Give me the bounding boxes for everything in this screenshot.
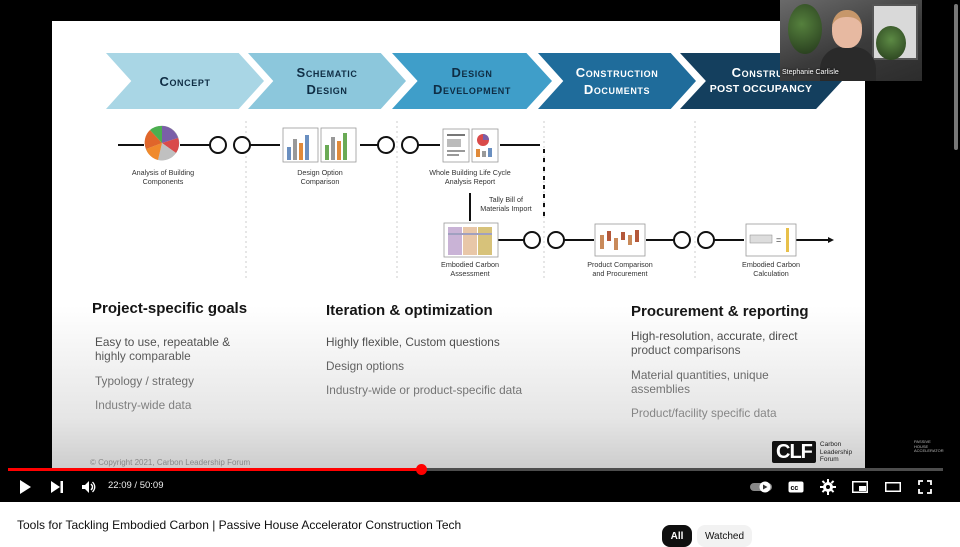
phase-concept: Concept: [106, 53, 264, 109]
volume-button[interactable]: [78, 476, 100, 498]
skip-next-icon: [51, 481, 63, 493]
phase-label: Construction: [575, 65, 659, 80]
volume-icon: [82, 481, 96, 493]
play-button[interactable]: [14, 476, 36, 498]
workflow-diagram: =: [118, 121, 834, 281]
settings-button[interactable]: [818, 476, 838, 498]
step-label-wblca: Whole Building Life Cycle Analysis Repor…: [429, 168, 511, 186]
svg-text:=: =: [776, 235, 781, 245]
bar-chart-icon: [282, 127, 357, 163]
phase-label: Documents: [583, 82, 651, 97]
plant-background: [788, 4, 822, 54]
phase-label: Schematic: [296, 65, 358, 80]
calculation-icon: =: [745, 223, 797, 257]
theater-mode-button[interactable]: [883, 476, 903, 498]
phase-design-development: Design Development: [392, 53, 552, 109]
phase-label: Design: [306, 82, 348, 97]
phase-label: Concept: [159, 73, 211, 89]
miniplayer-icon: [852, 481, 868, 493]
clf-logo-mark: CLF: [772, 441, 816, 464]
scrollbar-thumb[interactable]: [954, 4, 958, 150]
chip-watched[interactable]: Watched: [697, 525, 752, 547]
plant-background: [876, 26, 906, 60]
presentation-slide: Concept Schematic Design Design Developm…: [52, 21, 865, 468]
clf-logo-text: Carbon Leadership Forum: [819, 441, 853, 463]
step-label-design-option: Design Option Comparison: [297, 168, 343, 186]
phase-label: Development: [433, 82, 511, 97]
speaker-webcam: Stephanie Carlisle: [780, 0, 922, 81]
goal-item: Easy to use, repeatable & highly compara…: [95, 335, 231, 363]
phase-label: Construc: [731, 65, 791, 80]
copyright-text: © Copyright 2021, Carbon Leadership Foru…: [90, 458, 251, 467]
step-label-analysis: Analysis of Building Components: [131, 168, 195, 186]
chip-all[interactable]: All: [662, 525, 692, 547]
step-label-product-comparison: Product Comparison and Procurement: [587, 260, 653, 278]
assessment-chart-icon: [443, 222, 499, 258]
goal-item: Design options: [326, 359, 405, 373]
goal-item: Highly flexible, Custom questions: [326, 335, 500, 349]
goal-heading: Project-specific goals: [92, 300, 248, 317]
gear-icon: [820, 479, 836, 495]
fullscreen-icon: [918, 480, 932, 494]
play-icon: [20, 480, 31, 494]
pie-chart-icon: [144, 125, 180, 161]
current-time: 22:09: [108, 480, 132, 491]
autoplay-toggle[interactable]: [749, 476, 775, 498]
theater-mode-icon: [885, 482, 901, 492]
goal-item: Typology / strategy: [95, 374, 195, 388]
goal-item: Product/facility specific data: [631, 406, 777, 420]
video-title: Tools for Tackling Embodied Carbon | Pas…: [17, 518, 462, 532]
goal-item: Industry-wide data: [95, 398, 192, 412]
speaker-head: [832, 10, 862, 48]
phase-construction-documents: Construction Documents: [538, 53, 696, 109]
progress-fill: [8, 468, 421, 471]
step-label-ec-calculation: Embodied Carbon Calculation: [742, 260, 800, 278]
phase-post-occupancy: Construc POST OCCUPANCY: [680, 53, 842, 109]
subtitles-button[interactable]: cc: [786, 476, 806, 498]
phase-label: Design: [451, 65, 493, 80]
autoplay-toggle-icon: [750, 481, 772, 493]
goal-item: High-resolution, accurate, direct produc…: [631, 329, 798, 357]
time-display: 22:09 / 50:09: [108, 480, 164, 491]
goal-heading: Iteration & optimization: [326, 302, 493, 319]
video-player[interactable]: Concept Schematic Design Design Developm…: [0, 0, 960, 502]
phf-watermark: PASSIVE HOUSE ACCELERATOR: [914, 439, 944, 453]
miniplayer-button[interactable]: [850, 476, 870, 498]
fullscreen-button[interactable]: [915, 476, 935, 498]
phase-schematic-design: Schematic Design: [248, 53, 406, 109]
speaker-name: Stephanie Carlisle: [782, 69, 839, 76]
clf-logo: CLF Carbon Leadership Forum: [772, 441, 860, 464]
below-player: Tools for Tackling Embodied Carbon | Pas…: [0, 502, 960, 547]
svg-text:cc: cc: [791, 485, 799, 492]
page-scrollbar[interactable]: [952, 0, 960, 502]
step-label-tally: Tally Bill of Materials Import: [480, 195, 532, 213]
phase-sublabel: POST OCCUPANCY: [709, 83, 813, 95]
scrubber-handle[interactable]: [415, 464, 427, 475]
product-comparison-chart-icon: [594, 223, 646, 257]
step-label-ec-assessment: Embodied Carbon Assessment: [441, 260, 499, 278]
goal-item: Industry-wide or product-specific data: [326, 383, 523, 397]
goal-item: Material quantities, unique assemblies: [631, 368, 769, 396]
next-button[interactable]: [46, 476, 68, 498]
progress-bar[interactable]: [8, 464, 943, 475]
duration: 50:09: [139, 480, 164, 491]
report-icon: [442, 128, 499, 163]
speaker-body: [820, 47, 876, 81]
goal-heading: Procurement & reporting: [631, 303, 809, 320]
closed-captions-icon: cc: [788, 481, 804, 493]
